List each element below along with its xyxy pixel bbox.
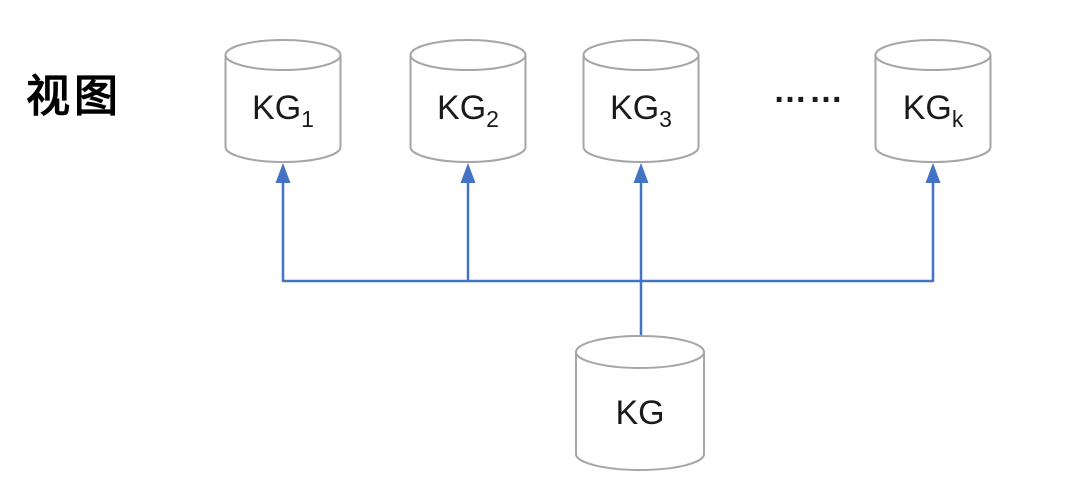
arrowhead-kg3-icon	[633, 163, 649, 183]
kg-source-cylinder-body	[575, 352, 705, 471]
kg1-label: KG1	[252, 89, 314, 132]
kg2-label: KG2	[437, 89, 499, 132]
kgk-cylinder-top	[874, 39, 992, 71]
kg-source-cylinder-top	[575, 335, 705, 369]
kg-source-cylinder: KG	[575, 335, 705, 471]
ellipsis-dots: ……	[773, 72, 845, 110]
arrowhead-kg1-icon	[275, 163, 291, 183]
kg3-label: KG3	[610, 89, 672, 132]
kgk-cylinder-body	[874, 55, 992, 163]
kg3-cylinder: KG3	[582, 39, 700, 163]
kg3-cylinder-body	[582, 55, 700, 163]
kg1-cylinder: KG1	[224, 39, 342, 163]
kg2-cylinder: KG2	[409, 39, 527, 163]
kg2-cylinder-top	[409, 39, 527, 71]
kg1-cylinder-top	[224, 39, 342, 71]
arrowhead-kgk-icon	[925, 163, 941, 183]
kg3-cylinder-top	[582, 39, 700, 71]
connector-lines	[275, 163, 941, 338]
kg1-cylinder-body	[224, 55, 342, 163]
arrowhead-kg2-icon	[460, 163, 476, 183]
kg-source-label: KG	[615, 394, 664, 432]
view-label: 视图	[26, 72, 122, 121]
kgk-label: KGk	[903, 89, 964, 132]
kg2-cylinder-body	[409, 55, 527, 163]
kgk-cylinder: KGk	[874, 39, 992, 163]
